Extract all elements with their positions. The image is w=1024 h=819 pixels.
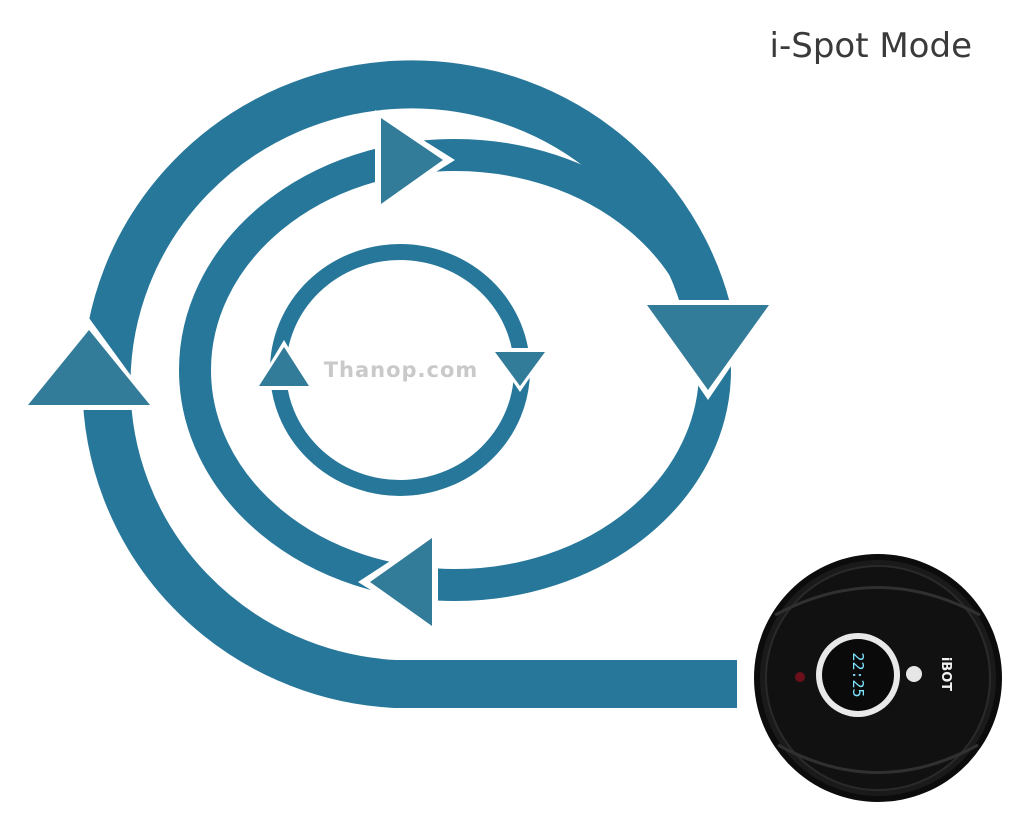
robot-display-readout: 22:25	[849, 652, 867, 697]
watermark-text: Thanop.com	[324, 358, 479, 382]
inner-arrow-up-left	[254, 340, 314, 390]
outer-arrow-up-left	[22, 318, 156, 410]
robot-vacuum-image: 22:25 iBOT	[754, 554, 1002, 802]
middle-arrow-left-bottom	[358, 530, 438, 632]
outer-arrow-down-right	[640, 300, 776, 400]
robot-brand-label: iBOT	[938, 657, 953, 691]
inner-arrow-down-right	[490, 348, 550, 392]
middle-arrow-right-top	[375, 110, 455, 210]
